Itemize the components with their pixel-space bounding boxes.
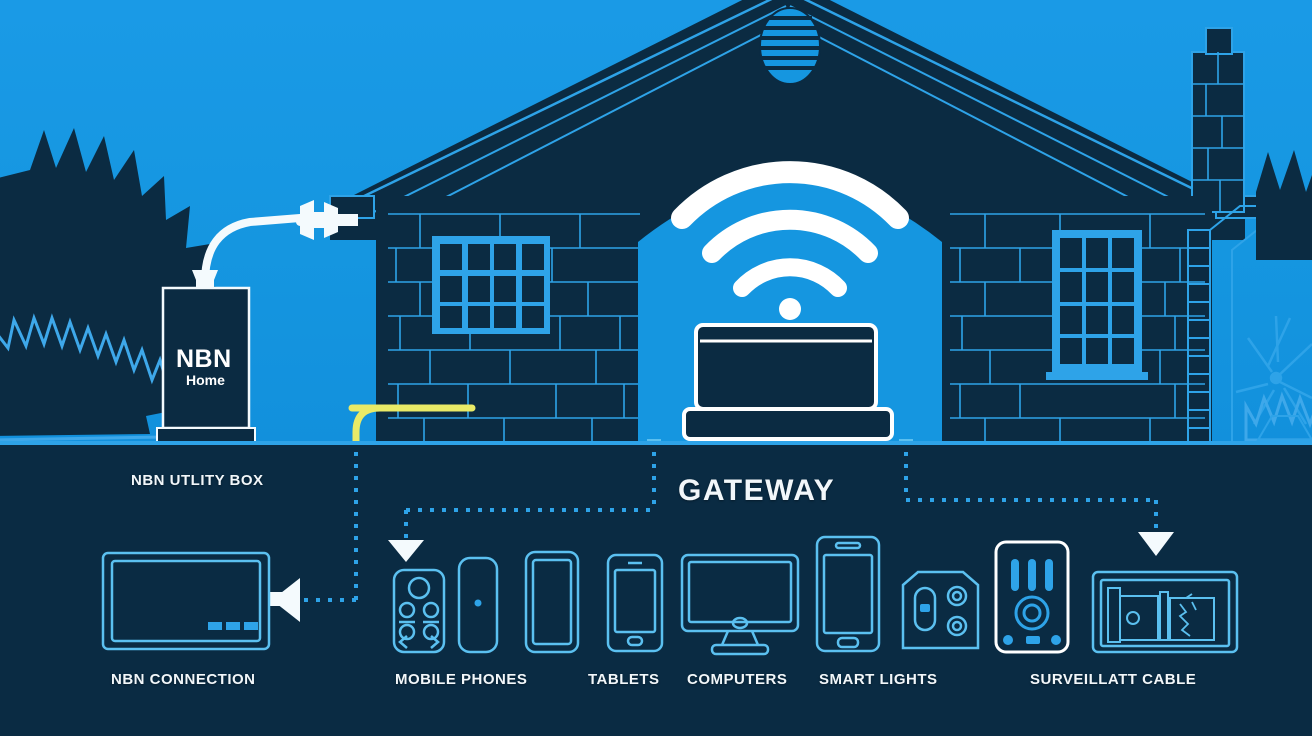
arrow-left-icon [268,578,300,622]
surveillance-icon [1091,570,1239,654]
right-window [1046,230,1148,380]
laptop-icon [682,323,894,441]
monitor-icon [680,553,800,656]
switch-plate-icon [901,570,980,650]
device-label-tv: NBN CONNECTION [111,671,256,688]
shrub-icon-right [1244,391,1312,442]
phone-icon-2 [606,553,664,653]
device-label-tablets: TABLETS [588,671,660,688]
smart-panel-icon [457,556,499,654]
arrow-down-icon-left [388,540,424,562]
nbn-utility-box [156,286,256,445]
device-label-mobile-phones: MOBILE PHONES [395,671,528,688]
tower-device-icon [994,540,1070,654]
wifi-icon [671,161,909,320]
phone-icon-1 [524,550,580,654]
utility-box-label: NBN UTLITY BOX [131,472,264,489]
device-label-computers: COMPUTERS [687,671,788,688]
tablet-icon [815,535,881,653]
device-label-smart-lights: SMART LIGHTS [819,671,938,688]
tv-icon [101,551,271,651]
spiky-plant-icon [1235,315,1312,425]
arrow-down-icon-right [1138,532,1174,556]
device-label-surveillance: SURVEILLATT CABLE [1030,671,1197,688]
underground-cable [348,404,476,456]
left-window [432,236,550,334]
remote-icon [392,568,446,654]
roof-vent-icon [759,7,821,85]
gateway-label: GATEWAY [678,474,836,507]
ground-surface-line [0,441,1312,445]
nbn-brand-text: NBN [176,345,232,373]
nbn-model-text: Home [186,372,225,388]
chimney-icon [1191,27,1245,213]
